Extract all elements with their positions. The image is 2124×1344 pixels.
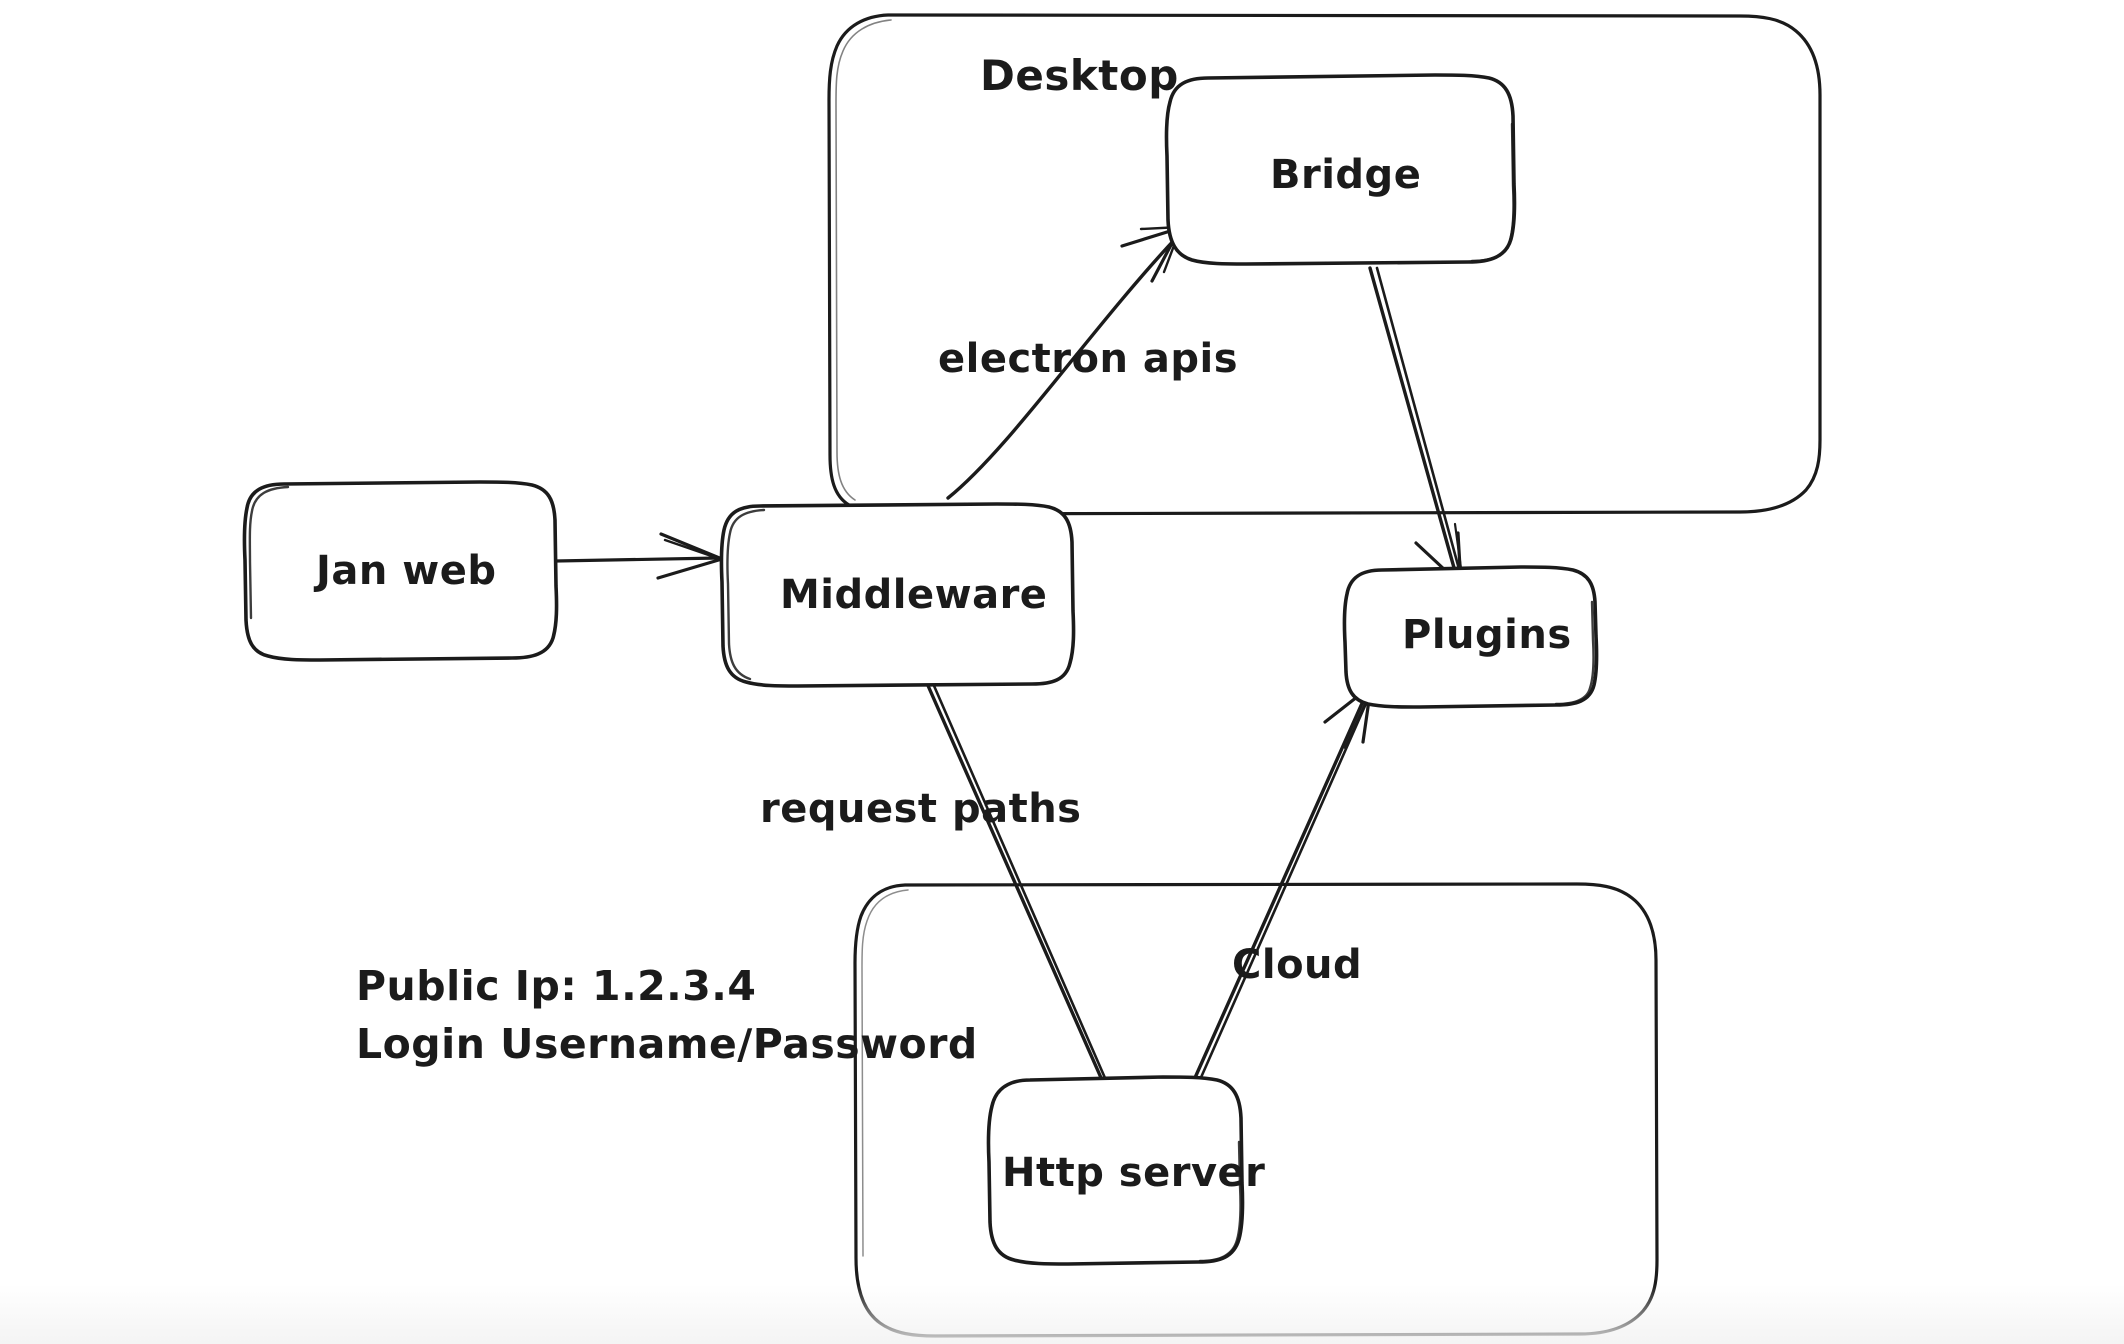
edge-middleware-to-httpserver-label: request paths	[760, 786, 1081, 832]
node-plugins-shape-2	[1554, 600, 1595, 706]
node-middleware[interactable]: Middleware	[719, 502, 1076, 688]
node-plugins-label: Plugins	[1402, 612, 1572, 658]
edge-bridge-to-plugins-line-2	[1375, 266, 1464, 582]
node-jan-web-label: Jan web	[313, 548, 497, 594]
note-public-ip: Public Ip: 1.2.3.4	[356, 962, 756, 1010]
node-http-server-shape-2	[1198, 1140, 1242, 1263]
group-desktop-label: Desktop	[980, 51, 1179, 100]
node-jan-web-shape	[242, 480, 559, 662]
node-jan-web-shape-2	[248, 485, 290, 620]
node-middleware-shape	[719, 502, 1076, 688]
edge-middleware-to-bridge[interactable]: electron apis	[938, 225, 1238, 500]
node-plugins[interactable]: Plugins	[1342, 565, 1599, 709]
node-bridge-shape	[1164, 73, 1517, 266]
node-http-server[interactable]: Http server	[986, 1075, 1265, 1266]
node-jan-web[interactable]: Jan web	[242, 480, 559, 662]
node-bridge-shape-2	[1470, 122, 1515, 263]
group-cloud-outline-shadow	[861, 889, 909, 1257]
edge-middleware-to-bridge-label: electron apis	[938, 336, 1238, 382]
edge-janweb-to-middleware-arrowhead-2	[663, 538, 725, 562]
edge-janweb-to-middleware[interactable]	[554, 532, 725, 580]
node-middleware-label: Middleware	[780, 572, 1047, 618]
note-login-credentials: Login Username/Password	[356, 1020, 978, 1068]
edge-middleware-to-httpserver[interactable]: request paths	[760, 670, 1107, 1082]
node-middleware-shape-2	[726, 508, 766, 681]
edge-middleware-to-bridge-line	[946, 236, 1178, 500]
group-desktop-outline	[827, 13, 1822, 516]
edge-janweb-to-middleware-line	[554, 556, 721, 563]
edge-httpserver-to-plugins-line	[1192, 688, 1370, 1082]
edge-middleware-to-httpserver-line	[920, 670, 1104, 1082]
edge-bridge-to-plugins[interactable]	[1368, 266, 1465, 587]
edge-httpserver-to-plugins-line-2	[1197, 688, 1374, 1084]
edge-bridge-to-plugins-line	[1368, 266, 1460, 584]
group-desktop-outline-shadow	[835, 19, 892, 501]
notes-block: Public Ip: 1.2.3.4 Login Username/Passwo…	[356, 962, 978, 1068]
edge-httpserver-to-plugins-label: Cloud	[1232, 942, 1362, 988]
node-bridge-label: Bridge	[1270, 152, 1421, 198]
group-desktop[interactable]: Desktop	[827, 13, 1822, 516]
node-bridge[interactable]: Bridge	[1164, 73, 1517, 266]
edge-middleware-to-httpserver-line-2	[926, 670, 1107, 1080]
node-http-server-shape	[986, 1075, 1245, 1266]
node-http-server-label: Http server	[1002, 1150, 1265, 1196]
